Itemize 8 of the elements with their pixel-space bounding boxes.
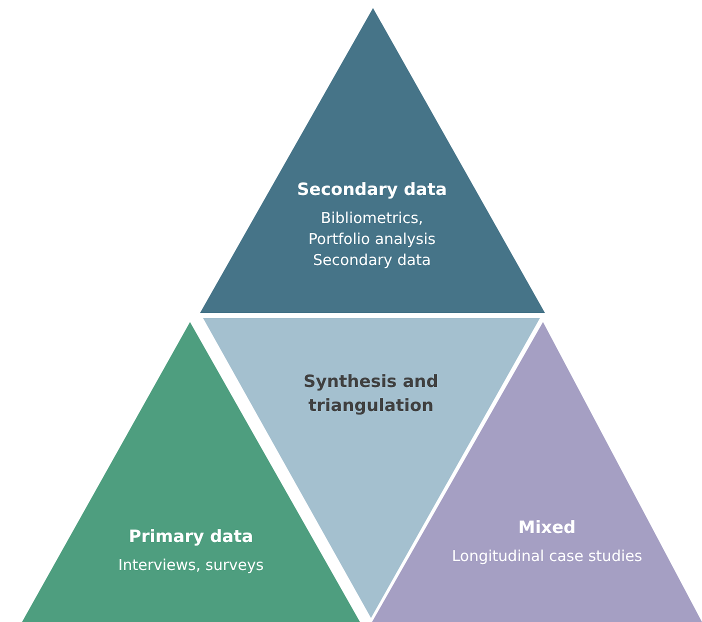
description: Interviews, surveys <box>117 555 265 576</box>
heading: Mixed <box>517 517 577 540</box>
description: Bibliometrics, Portfolio analysis Secondary data <box>307 208 437 271</box>
heading: Synthesis and triangulation <box>302 371 440 418</box>
triangle-shape <box>200 8 545 313</box>
description: Longitudinal case studies <box>450 546 644 567</box>
heading: Secondary data <box>296 179 448 202</box>
heading: Primary data <box>128 526 254 549</box>
